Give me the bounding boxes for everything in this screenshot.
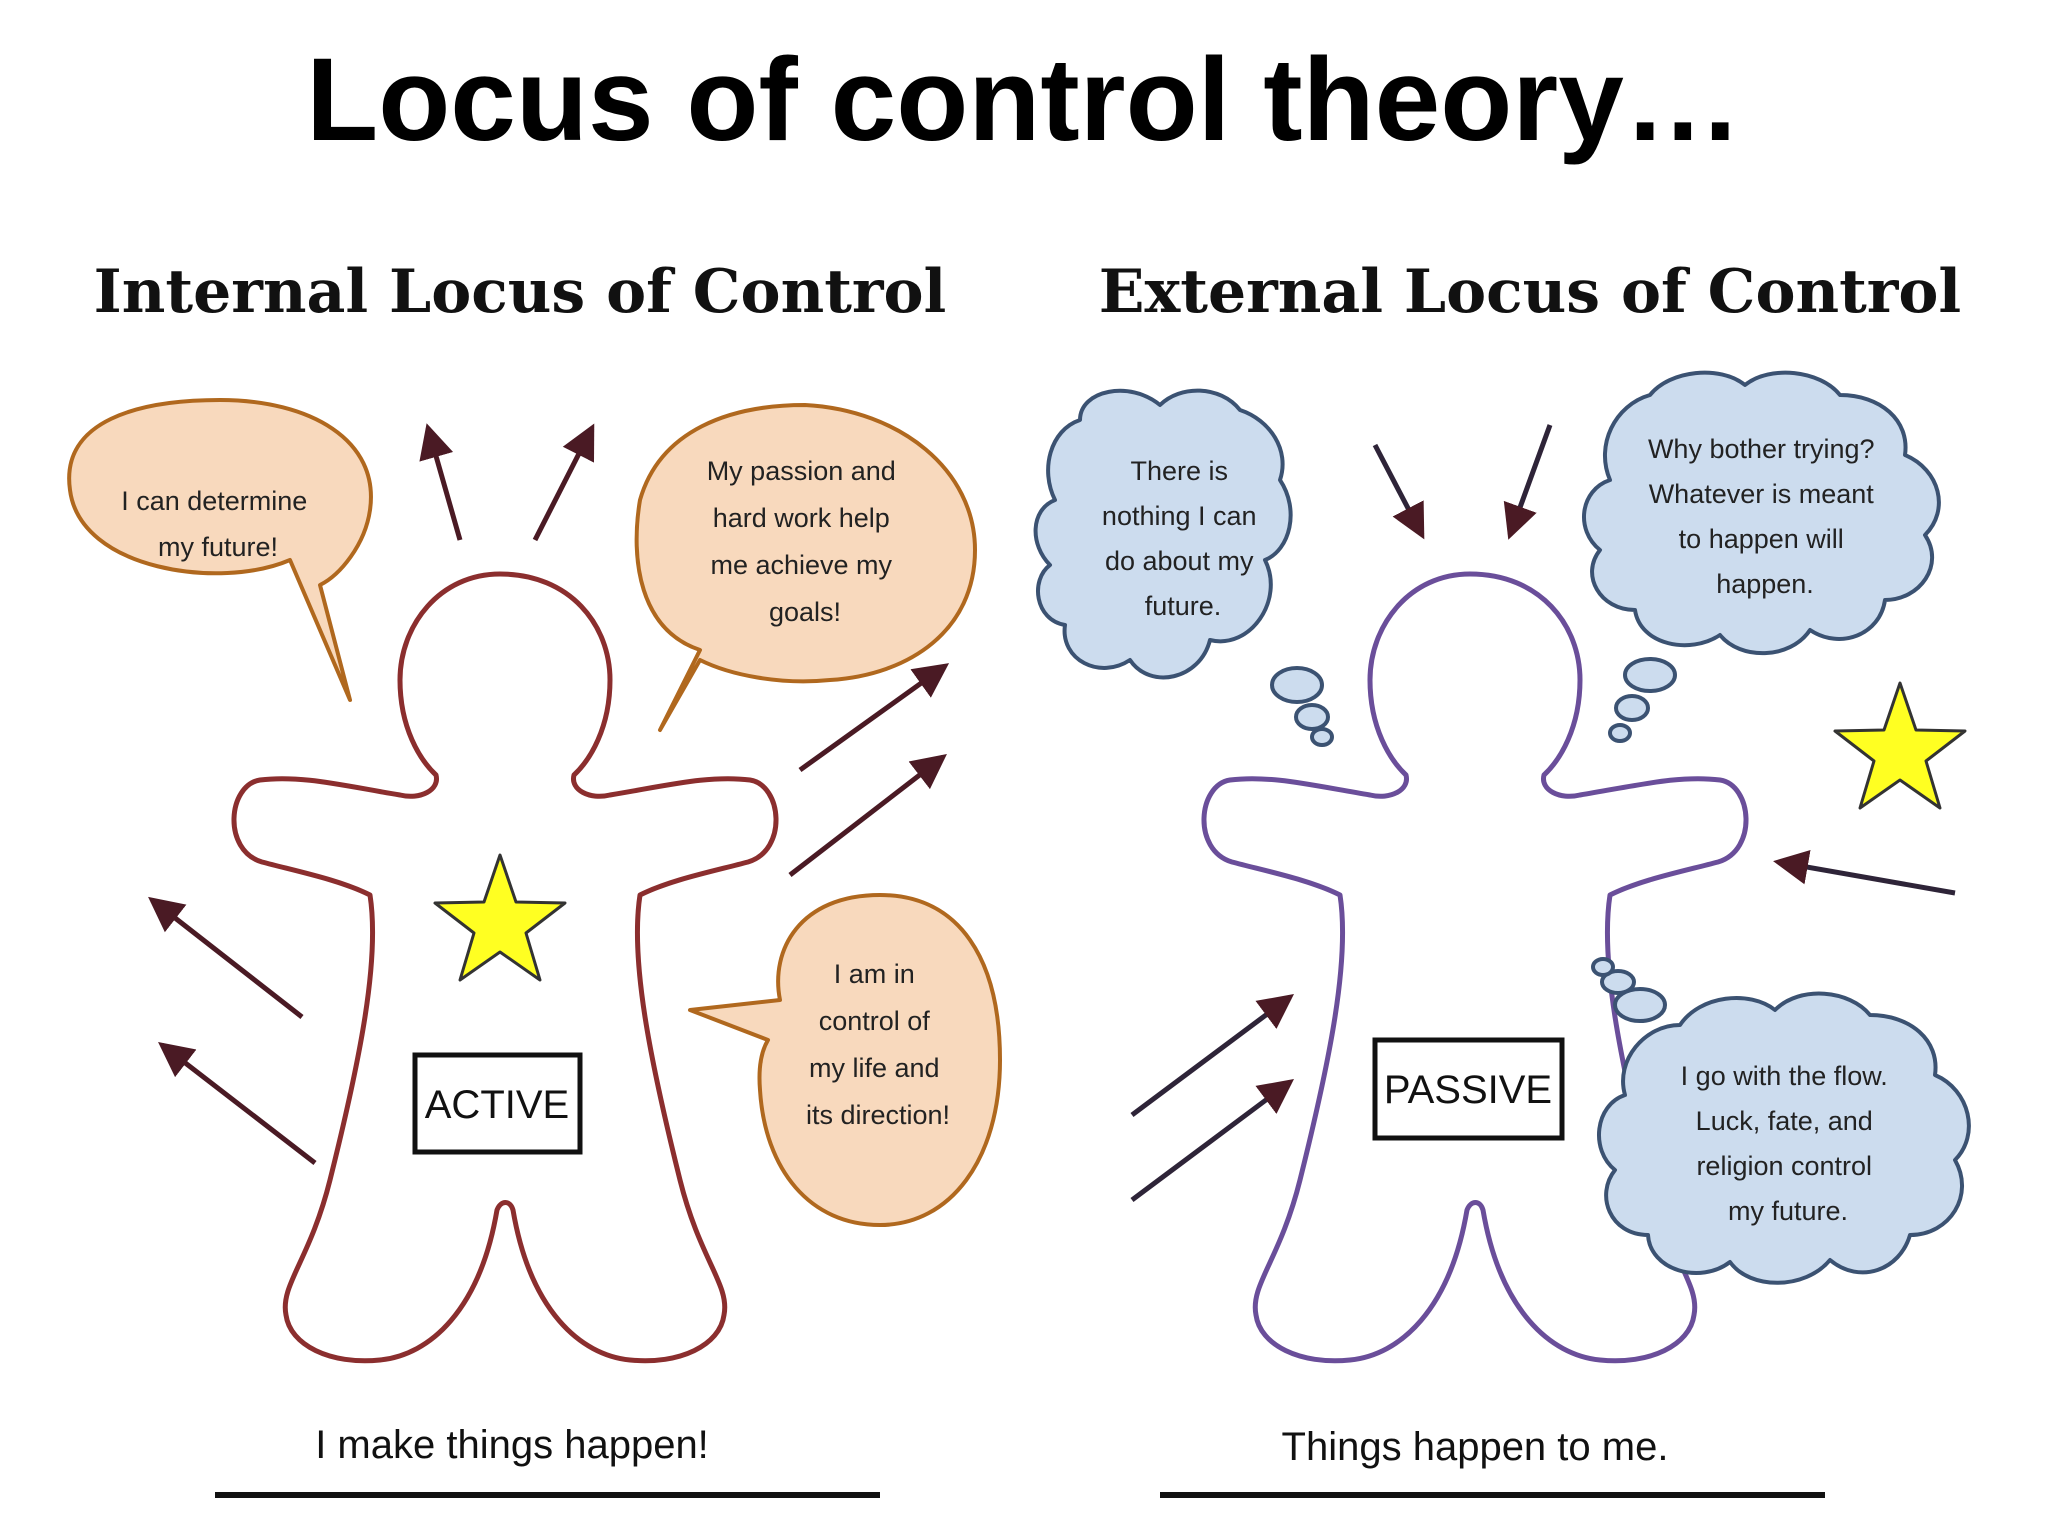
star-icon <box>1833 681 1967 810</box>
active-badge-box <box>412 1052 583 1155</box>
star-icon <box>433 853 567 982</box>
arrow-icon <box>788 753 947 877</box>
thought-bubble: There is nothing I can do about my futur… <box>1033 388 1334 747</box>
bubble-line: goals! <box>769 597 841 627</box>
bubble-line: my future. <box>1728 1196 1848 1226</box>
speech-bubble: I can determine my future! <box>67 398 373 702</box>
bubble-line: nothing I can <box>1102 501 1257 531</box>
bubble-line: me achieve my <box>710 550 892 580</box>
thought-bubble: Why bother trying? Whatever is meant to … <box>1582 370 1941 743</box>
external-heading: External Locus of Control <box>1099 257 1961 327</box>
bubble-line: future. <box>1145 591 1222 621</box>
arrow-icon <box>1130 1079 1295 1203</box>
bubble-line: its direction! <box>806 1100 950 1130</box>
bubble-line: My passion and <box>707 456 896 486</box>
speech-bubble: I am in control of my life and its direc… <box>688 893 1002 1227</box>
svg-text:There is nothing I can: There is nothing I can do about my futur… <box>1102 456 1264 621</box>
arrow-icon <box>1372 443 1425 540</box>
person-outline-icon <box>231 571 779 1364</box>
arrow-icon <box>158 1041 317 1165</box>
thought-bubble: I go with the flow. Luck, fate, and reli… <box>1591 957 1971 1285</box>
bubble-line: my future! <box>158 532 278 562</box>
internal-arrows <box>148 423 950 1165</box>
bubble-line: to happen will <box>1679 524 1844 554</box>
speech-bubble: My passion and hard work help me achieve… <box>634 403 977 732</box>
bubble-line: Luck, fate, and <box>1696 1106 1873 1136</box>
svg-text:Why bother trying? Wha: Why bother trying? Whatever is meant to … <box>1648 434 1882 599</box>
arrow-icon <box>532 423 595 542</box>
internal-heading: Internal Locus of Control <box>94 257 947 327</box>
external-panel: PASSIVE There is nothing I can do about … <box>1033 370 1971 1498</box>
bubble-line: Whatever is meant <box>1649 479 1875 509</box>
bubble-line: There is <box>1130 456 1228 486</box>
arrow-icon <box>419 423 463 541</box>
arrow-icon <box>148 896 304 1019</box>
bubble-line: my life and <box>809 1053 940 1083</box>
svg-text:My passion and hard wo: My passion and hard work help me achieve… <box>707 456 904 627</box>
bubble-line: I go with the flow. <box>1681 1061 1888 1091</box>
bubble-line: Why bother trying? <box>1648 434 1875 464</box>
active-badge: ACTIVE <box>425 1083 569 1127</box>
external-caption: Things happen to me. <box>1282 1425 1669 1469</box>
bubble-line: control of <box>819 1006 931 1036</box>
arrow-icon <box>1503 424 1553 540</box>
passive-badge: PASSIVE <box>1384 1068 1552 1112</box>
bubble-line: I can determine <box>121 486 307 516</box>
internal-panel: ACTIVE I can determine my future! My pas… <box>67 398 1002 1498</box>
person-outline-icon <box>1201 571 1749 1364</box>
internal-caption: I make things happen! <box>315 1423 709 1467</box>
svg-text:I go with the flow. Lu: I go with the flow. Luck, fate, and reli… <box>1681 1061 1896 1226</box>
passive-badge-box <box>1372 1037 1565 1141</box>
arrow-icon <box>1130 994 1295 1118</box>
arrow-icon <box>798 663 950 773</box>
external-arrows <box>1130 424 1956 1203</box>
bubble-line: do about my <box>1105 546 1254 576</box>
svg-text:I am in control of: I am in control of my life and its direc… <box>806 959 950 1130</box>
page-title: Locus of control theory… <box>306 34 1742 166</box>
bubble-line: religion control <box>1696 1151 1872 1181</box>
bubble-line: happen. <box>1716 569 1814 599</box>
bubble-line: I am in <box>834 959 915 989</box>
bubble-line: hard work help <box>713 503 890 533</box>
svg-text:I can determine my fut: I can determine my future! <box>121 486 315 562</box>
arrow-icon <box>1773 849 1956 896</box>
